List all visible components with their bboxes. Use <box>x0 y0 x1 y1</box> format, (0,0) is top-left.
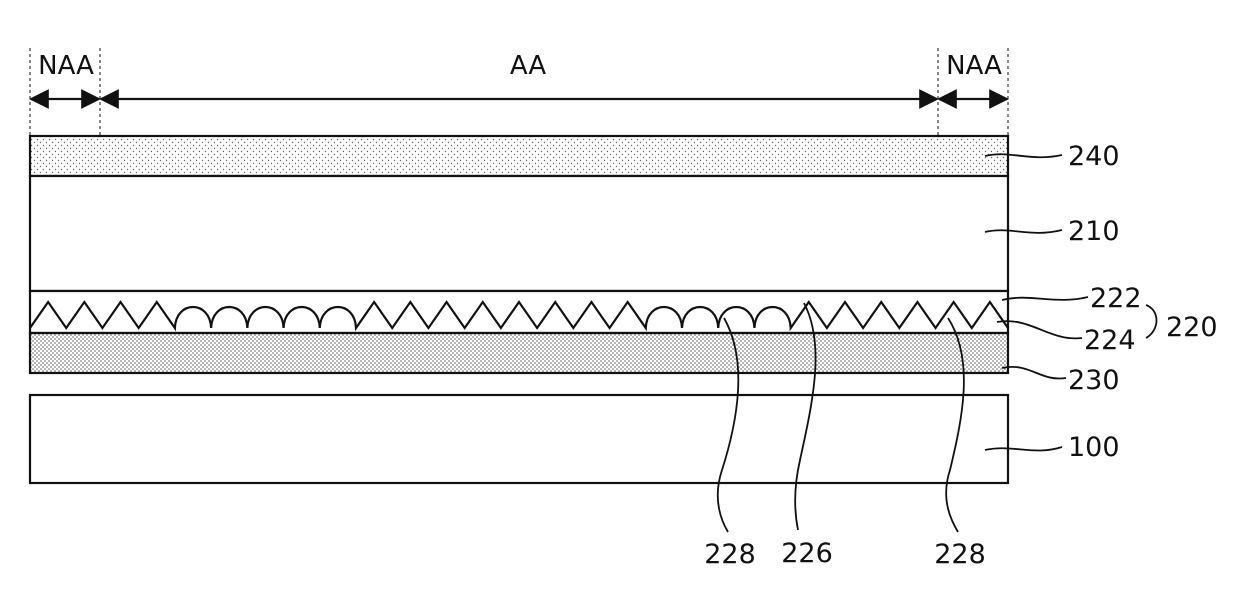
label-220: 220 <box>1166 312 1218 343</box>
label-210: 210 <box>1068 216 1120 247</box>
label-222: 222 <box>1090 283 1142 314</box>
brace-220 <box>1146 305 1157 338</box>
leader-230 <box>1002 367 1066 379</box>
leader-222 <box>1002 297 1088 300</box>
region-label-naa-left: NAA <box>38 51 94 81</box>
layer-240 <box>30 136 1008 176</box>
region-label-naa-right: NAA <box>946 51 1002 81</box>
layer-100 <box>30 395 1008 483</box>
label-240: 240 <box>1068 141 1120 172</box>
label-226: 226 <box>781 538 833 569</box>
layer-210 <box>30 176 1008 291</box>
label-228-right: 228 <box>934 539 986 570</box>
leader-224 <box>997 321 1082 338</box>
label-228-left: 228 <box>704 539 756 570</box>
region-label-aa: AA <box>510 51 547 81</box>
label-100: 100 <box>1068 432 1120 463</box>
layer-230 <box>30 333 1008 373</box>
label-230: 230 <box>1068 365 1120 396</box>
label-224: 224 <box>1084 325 1136 356</box>
